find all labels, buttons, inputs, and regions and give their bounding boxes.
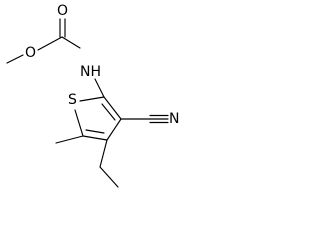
bond-carbonyl-c-nh <box>61 36 81 49</box>
structure-diagram: O O NH S N <box>6 3 179 188</box>
bond-ethyl-ch2-ch3 <box>99 166 119 188</box>
bond-c5-s <box>74 109 84 137</box>
carbonyl-oxygen-label: O <box>57 3 68 19</box>
bond-c5-methyl <box>55 135 84 144</box>
bond-c4-c5 <box>82 135 108 141</box>
bond-c2-c3 <box>103 96 122 120</box>
bond-s-c2 <box>79 96 105 102</box>
ring-sulfur-label: S <box>68 92 77 108</box>
ester-oxygen-label: O <box>25 45 36 61</box>
bond-c3-c4 <box>106 118 122 141</box>
bond-c4-c5-inner <box>85 129 105 134</box>
bond-c2-c3-inner <box>101 103 116 121</box>
bond-c4-ethyl-ch2 <box>99 139 108 168</box>
bond-methyl-ester-o <box>6 54 24 64</box>
bond-ester-o-carbonyl-c <box>37 36 63 51</box>
nitrile-nitrogen-label: N <box>169 111 179 127</box>
amine-label: NH <box>80 64 101 80</box>
bond-nh-ring-c2 <box>94 78 105 98</box>
